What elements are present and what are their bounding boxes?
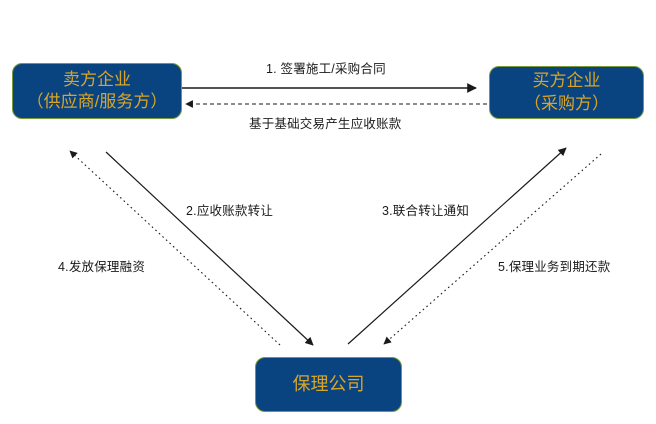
buyer-node[interactable]: 买方企业 （采购方） [489, 66, 644, 119]
factor-node-line-1: 保理公司 [292, 373, 365, 394]
edge-label-repayment: 5.保理业务到期还款 [498, 260, 611, 274]
edge-label-assignment: 2.应收账款转让 [186, 204, 274, 218]
buyer-node-line-1: 买方企业 [532, 71, 601, 91]
edge-label-receivable: 基于基础交易产生应收账款 [249, 117, 402, 131]
edge-label-financing: 4.发放保理融资 [58, 260, 146, 274]
edge-notice-arrow [347, 147, 567, 345]
seller-node-line-1: 卖方企业 [63, 69, 131, 89]
edge-repayment-arrow [383, 153, 602, 345]
factor-node[interactable]: 保理公司 [255, 357, 402, 412]
edge-financing-arrow [69, 150, 281, 346]
seller-node-line-2: （供应商/服务方） [26, 92, 168, 111]
edge-assignment-arrow [105, 151, 314, 346]
seller-node[interactable]: 卖方企业 （供应商/服务方） [12, 63, 182, 119]
edge-label-contract: 1. 签署施工/采购合同 [266, 62, 386, 76]
buyer-node-line-2: （采购方） [524, 93, 609, 113]
edge-label-notice: 3.联合转让通知 [382, 204, 470, 218]
